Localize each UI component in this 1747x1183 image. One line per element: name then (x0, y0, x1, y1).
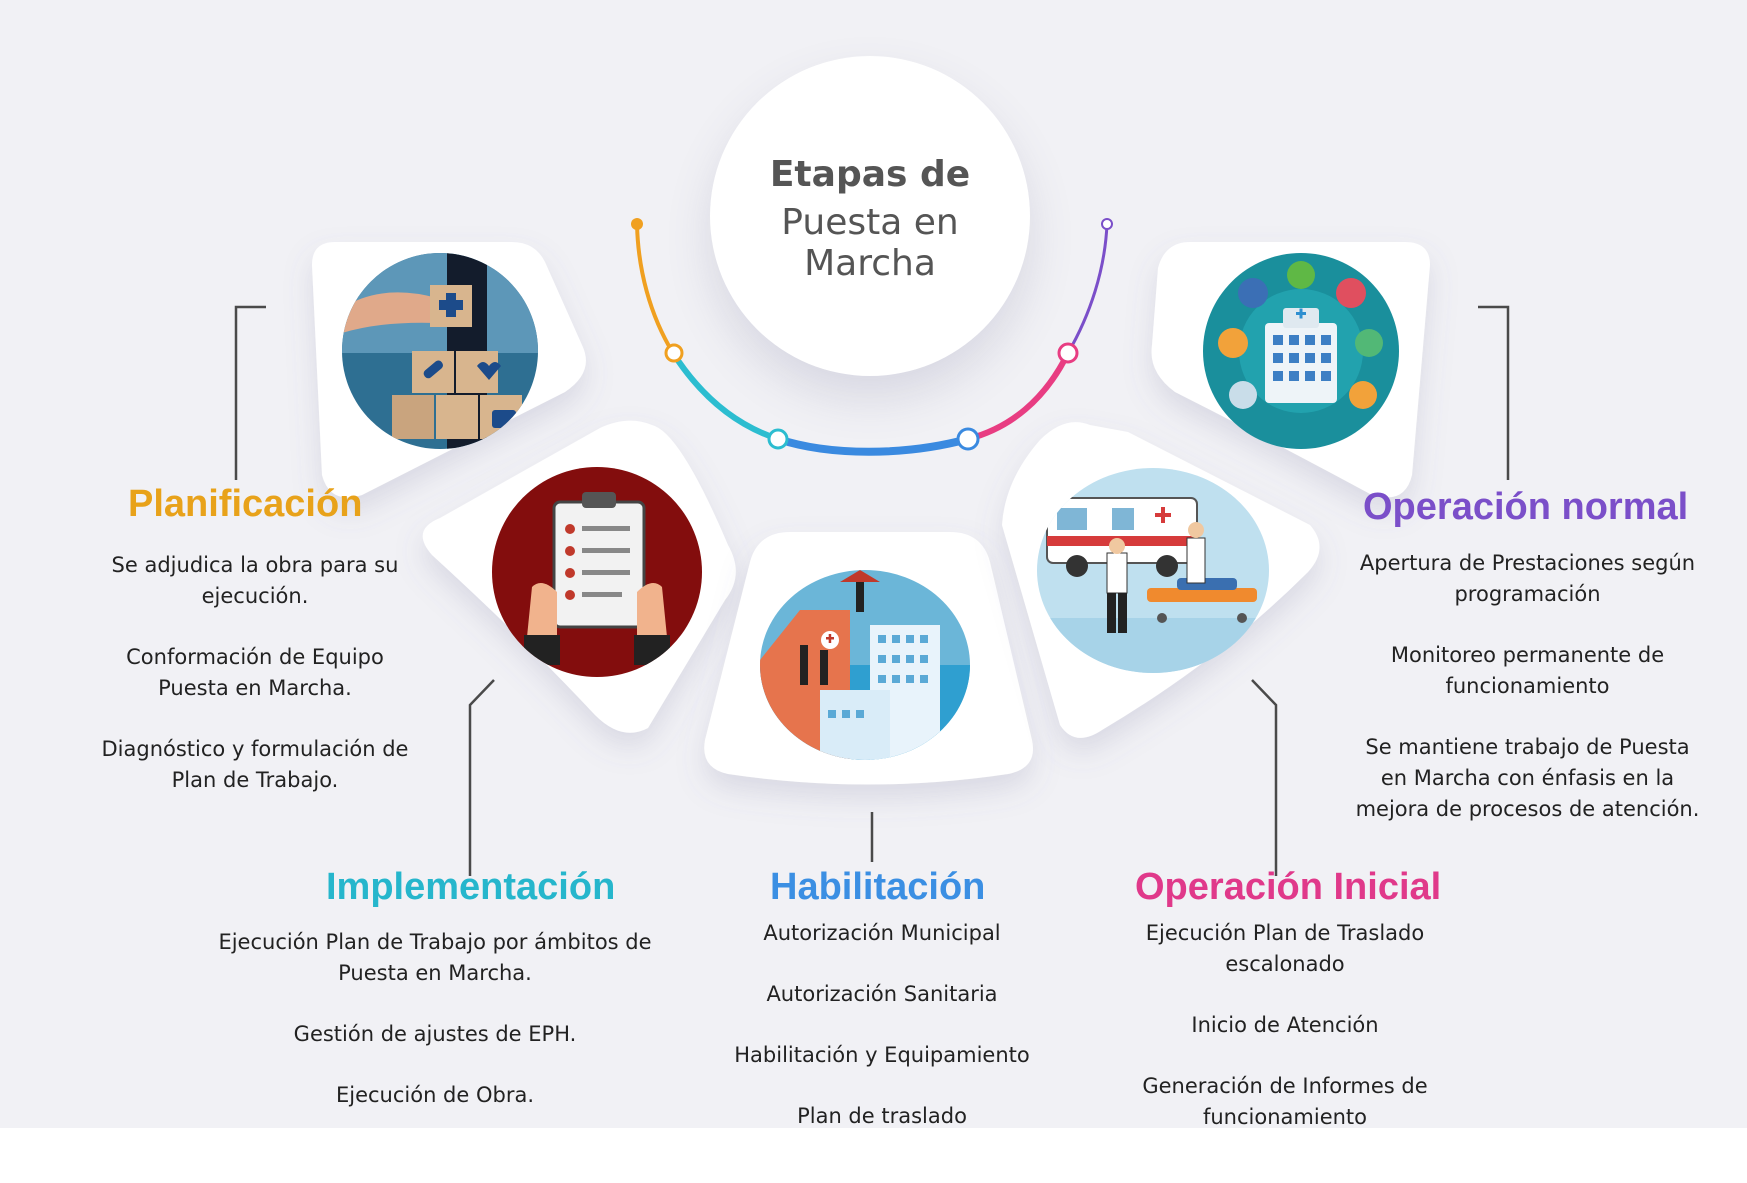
desc-item: Ejecución Plan de Traslado escalonado (1145, 921, 1425, 976)
stage-desc-planificacion: Se adjudica la obra para su ejecución. C… (95, 550, 415, 796)
desc-item: Apertura de Prestaciones según programac… (1359, 551, 1696, 606)
arc-segment-pink (965, 350, 1071, 442)
arc-node-1 (664, 343, 684, 363)
arc-node-2 (767, 428, 789, 450)
desc-item: Autorización Sanitaria (766, 982, 998, 1006)
medical-blocks-icon (342, 253, 538, 449)
arc-segment-orange (635, 222, 675, 355)
desc-item: Gestión de ajustes de EPH. (293, 1022, 577, 1046)
connector-implementacion (468, 679, 495, 876)
desc-item: Diagnóstico y formulación de Plan de Tra… (101, 737, 409, 792)
connector-operacion-normal (1478, 305, 1510, 480)
stage-title-operacion-normal: Operación normal (1363, 486, 1689, 528)
arc-node-4 (1057, 342, 1079, 364)
desc-item: Ejecución Plan de Trabajo por ámbitos de… (218, 930, 652, 985)
arc-node-start (631, 218, 643, 230)
desc-item: Autorización Municipal (763, 921, 1001, 945)
desc-item: Conformación de Equipo Puesta en Marcha. (126, 645, 384, 700)
center-title-line2: Puesta en Marcha (781, 202, 959, 284)
arc-node-end (1101, 218, 1113, 230)
desc-item: Plan de traslado (797, 1104, 967, 1128)
arc-node-3 (956, 427, 980, 451)
page-bottom-strip (0, 1128, 1747, 1183)
stage-title-operacion-inicial: Operación Inicial (1135, 866, 1442, 908)
desc-item: Generación de Informes de funcionamiento (1142, 1074, 1428, 1129)
stage-desc-implementacion: Ejecución Plan de Trabajo por ámbitos de… (215, 927, 655, 1111)
clipboard-checklist-icon (492, 467, 702, 677)
center-title-line1: Etapas de (769, 154, 971, 195)
center-title-circle: Etapas de Puesta en Marcha (710, 56, 1030, 376)
arc-segment-blue (774, 435, 972, 456)
connector-planificacion (234, 305, 266, 480)
desc-item: Se adjudica la obra para su ejecución. (111, 553, 399, 608)
arc-segment-teal (670, 350, 781, 442)
stage-title-implementacion: Implementación (326, 866, 616, 908)
desc-item: Inicio de Atención (1191, 1013, 1379, 1037)
desc-item: Habilitación y Equipamiento (734, 1043, 1030, 1067)
stage-title-habilitacion: Habilitación (770, 866, 986, 908)
stage-desc-operacion-normal: Apertura de Prestaciones según programac… (1350, 548, 1705, 825)
connector-operacion-inicial (1251, 679, 1278, 876)
desc-item: Se mantiene trabajo de Puesta en Marcha … (1355, 735, 1700, 821)
desc-item: Monitoreo permanente de funcionamiento (1390, 643, 1665, 698)
desc-item: Ejecución de Obra. (335, 1083, 535, 1107)
stage-desc-operacion-inicial: Ejecución Plan de Traslado escalonado In… (1135, 918, 1435, 1133)
stage-title-planificacion: Planificación (128, 483, 363, 525)
arc-segment-purple (1066, 222, 1109, 355)
hospital-services-icon (1203, 253, 1399, 449)
hospital-building-icon (760, 570, 970, 760)
ambulance-stretcher-icon (1037, 468, 1269, 673)
stage-desc-habilitacion: Autorización Municipal Autorización Sani… (712, 918, 1052, 1132)
